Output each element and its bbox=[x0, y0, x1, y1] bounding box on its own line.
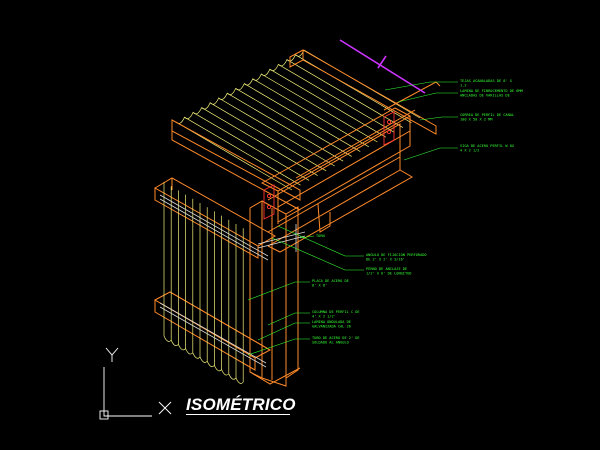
roof-rib bbox=[261, 73, 378, 143]
roof-rib bbox=[244, 83, 361, 152]
callout-c3-line2: 100 X 50 X 2 MM bbox=[460, 118, 493, 122]
roof-rib bbox=[218, 97, 335, 167]
steel-frame bbox=[153, 49, 441, 387]
callout-c1-line1: TEJAS ACANALADAS DE 8' X bbox=[460, 79, 513, 83]
ridge-highlight bbox=[339, 39, 426, 94]
callout-c1-line2: 1.2 bbox=[460, 84, 467, 88]
steel-tubes bbox=[159, 194, 306, 368]
callout-c7-line1: PERNO DE ANCLAJE DE bbox=[366, 267, 407, 271]
roof-rib bbox=[252, 78, 369, 148]
corrugated-wall-sheet bbox=[163, 182, 244, 384]
roof-rib bbox=[227, 92, 344, 162]
callout-c8-line1: PLACA DE ACERO DE bbox=[312, 279, 349, 283]
roof-rib bbox=[235, 88, 352, 157]
callout-c4-line2: 4 X 2 1/2 bbox=[460, 149, 479, 153]
callout-leaders bbox=[247, 81, 458, 356]
callout-c4-line1: VIGA DE ACERO PERFIL W 8X bbox=[460, 144, 515, 148]
roof-rib bbox=[278, 64, 395, 133]
wall-wave-edge bbox=[163, 335, 244, 384]
callout-c2-line1: LAMINA DE FIBROCEMENTO DE 6MM bbox=[460, 89, 524, 93]
callout-c7-line2: 1/2' X 6' DE LONGITUD bbox=[366, 272, 411, 276]
roof-rib bbox=[175, 121, 293, 191]
drawing-title: ISOMÉTRICO bbox=[186, 395, 296, 414]
callout-c11-line2: SOLDADO AL ANGULO bbox=[312, 341, 349, 345]
callout-c2-line2: ANCLADAS DE VARILLAS DE bbox=[460, 94, 510, 98]
roof-rib bbox=[184, 116, 301, 186]
roof-wave-edge bbox=[175, 49, 305, 124]
roof-rib bbox=[209, 102, 327, 172]
roof-rib bbox=[286, 59, 404, 128]
callout-c9-line2: 4' X 2 1/2' bbox=[312, 315, 336, 319]
ucs-axis-icon bbox=[99, 347, 172, 420]
anchor-bolts bbox=[263, 111, 395, 220]
corrugated-roof-sheet bbox=[175, 49, 421, 191]
title-underline bbox=[186, 414, 290, 415]
callout-c3-line1: CORREA DE PERFIL DE CANAL bbox=[460, 113, 514, 117]
callout-c9-line1: COLUMNA DE PERFIL C DE bbox=[312, 310, 360, 314]
callout-c8-line2: 8' X 8' bbox=[312, 284, 327, 288]
roof-rib bbox=[201, 107, 318, 176]
callout-c6-line1: ANGULO DE FIJACION PERFORADO bbox=[366, 253, 427, 257]
callout-c5-line1: TORN bbox=[316, 234, 325, 238]
callout-c10-line2: GALVANIZADA CAL 26 bbox=[312, 325, 351, 329]
roof-rib bbox=[192, 112, 310, 181]
callout-labels: TEJAS ACANALADAS DE 8' X 1.2 LAMINA DE F… bbox=[312, 79, 524, 345]
callout-c10-line1: LAMINA ONDULADA DE bbox=[312, 320, 351, 324]
roof-rib bbox=[269, 68, 387, 138]
callout-c11-line1: TUBO DE ACERO DE 2' DE bbox=[312, 336, 360, 340]
callout-c6-line2: DE 2' X 2' X 3/16' bbox=[366, 258, 405, 262]
